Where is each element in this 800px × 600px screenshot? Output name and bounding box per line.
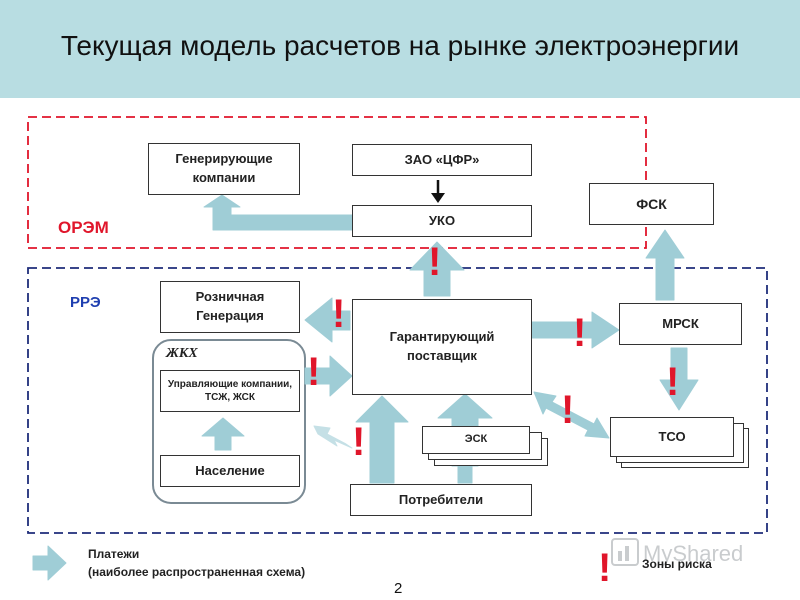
watermark-text: MyShared [643, 541, 743, 566]
guaranteeing-supplier-box: Гарантирующий поставщик [352, 299, 532, 395]
zao-cfr-box: ЗАО «ЦФР» [352, 144, 532, 176]
risk-mark-consumers: ! [352, 420, 366, 464]
watermark-logo-icon [611, 538, 639, 566]
mrsk-box: МРСК [619, 303, 742, 345]
fsk-box: ФСК [589, 183, 714, 225]
risk-mark-retailgen: ! [332, 292, 346, 336]
arrow-uko-to-gen [203, 194, 353, 231]
arrow-zhkh-to-gp [304, 355, 353, 397]
arrow-mrsk-to-tso [659, 347, 699, 411]
page-title: Текущая модель расчетов на рынке электро… [60, 30, 740, 61]
arrow-gp-to-uko [409, 241, 465, 297]
orem-label: ОРЭМ [58, 218, 109, 237]
page-number: 2 [394, 580, 403, 597]
legend-risk-mark: ! [598, 546, 612, 590]
risk-mark-uko: ! [428, 240, 442, 284]
risk-mark-tso: ! [666, 360, 680, 404]
risk-mark-mrsk: ! [573, 311, 587, 355]
uko-box: УКО [352, 205, 532, 237]
title-banner [0, 0, 800, 98]
risk-mark-gp-tso: ! [561, 388, 575, 432]
population-box: Население [160, 455, 300, 487]
rre-label: РРЭ [70, 294, 101, 311]
arrow-population-to-uk [201, 417, 245, 451]
legend-risk-label: Зоны риска [642, 557, 712, 571]
management-companies-box: Управляющие компании, ТСЖ, ЖСК [160, 370, 300, 412]
esk-box: ЭСК [422, 426, 530, 454]
arrow-esk-to-gp [437, 393, 493, 427]
risk-mark-zhkh: ! [307, 350, 321, 394]
arrow-consumers-to-gp [355, 395, 409, 484]
orem-zone-border [27, 116, 647, 249]
arrow-mrsk-to-fsk [645, 229, 685, 301]
arrow-gp-tso [533, 391, 610, 439]
watermark: MyShared [611, 538, 743, 566]
tso-box: ТСО [610, 417, 734, 457]
arrow-gp-to-retailgen [304, 297, 351, 343]
legend-payments-subtitle: (наиболее распространенная схема) [88, 565, 306, 579]
arrow-consumers-to-zhkh [313, 425, 353, 449]
retail-gen-box: Розничная Генерация [160, 281, 300, 333]
legend-payment-arrow [32, 545, 67, 581]
legend-payments-title: Платежи [88, 547, 140, 561]
consumers-box: Потребители [350, 484, 532, 516]
arrow-cfr-to-uko [431, 180, 445, 203]
rre-zone-border [27, 267, 768, 534]
gen-companies-box: Генерирующие компании [148, 143, 300, 195]
zhkh-label: ЖКХ [166, 346, 198, 361]
